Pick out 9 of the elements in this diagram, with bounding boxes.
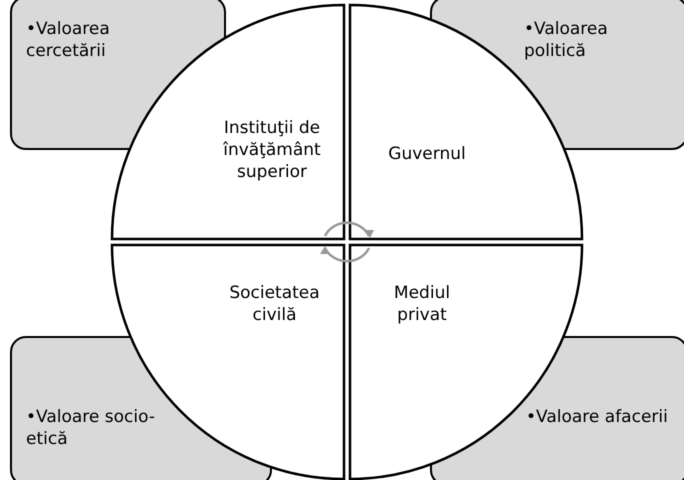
value-label: •Valoare afacerii xyxy=(526,406,669,428)
sector-label: Mediul privat xyxy=(392,282,452,326)
sector-label: Societatea civilă xyxy=(228,282,321,326)
quadrant-segment xyxy=(112,5,344,239)
value-label: •Valoarea politică xyxy=(524,18,609,62)
sector-label: Instituţii de învăţământ superior xyxy=(222,117,322,184)
value-label: •Valoarea cercetării xyxy=(26,18,111,62)
sector-label: Guvernul xyxy=(387,143,467,166)
value-label: •Valoare socio-etică xyxy=(26,406,156,450)
